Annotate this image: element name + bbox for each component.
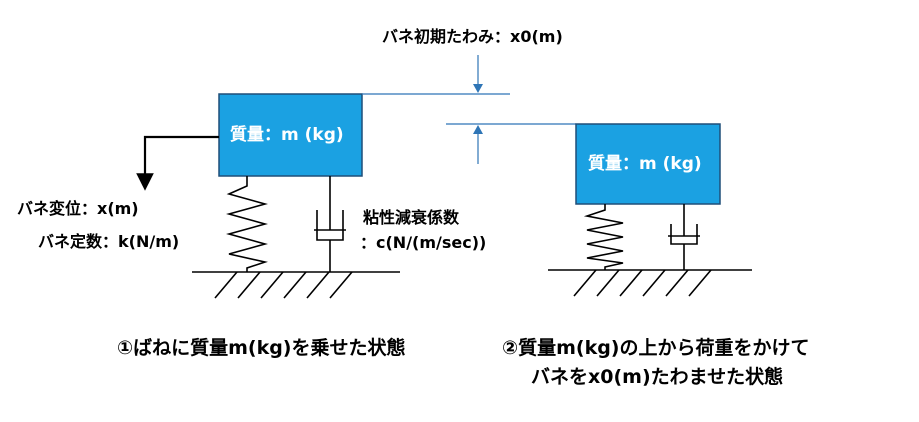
ground-1 — [192, 271, 400, 299]
damper-2 — [668, 204, 700, 270]
deflection-dimension — [362, 55, 576, 164]
mass-2-label: 質量：m (kg) — [588, 154, 702, 174]
displacement-arrow — [136, 135, 219, 191]
caption-case-1: ①ばねに質量m(kg)を乗せた状態 — [117, 337, 406, 359]
system-1 — [136, 93, 400, 299]
initial-deflection-label: バネ初期たわみ：x0(m) — [382, 27, 563, 46]
mass-block-2 — [575, 123, 721, 205]
spring-2 — [583, 204, 624, 270]
mass-block-1 — [218, 93, 363, 177]
spring-constant-label: バネ定数：k(N/m) — [38, 232, 180, 251]
caption-case-2-line-2: バネをx0(m)たわませた状態 — [531, 366, 784, 388]
spring-1 — [226, 176, 268, 272]
spring-displacement-label: バネ変位：x(m) — [17, 199, 139, 218]
ground-2 — [548, 269, 752, 297]
damping-title-label: 粘性減衰係数 — [363, 208, 460, 227]
system-2 — [548, 123, 752, 297]
damper-1 — [314, 176, 346, 272]
mass-1-label: 質量：m (kg) — [230, 125, 344, 145]
caption-case-2-line-1: ②質量m(kg)の上から荷重をかけて — [502, 337, 810, 359]
damping-value-label: ：c(N/(m/sec)) — [360, 233, 487, 252]
